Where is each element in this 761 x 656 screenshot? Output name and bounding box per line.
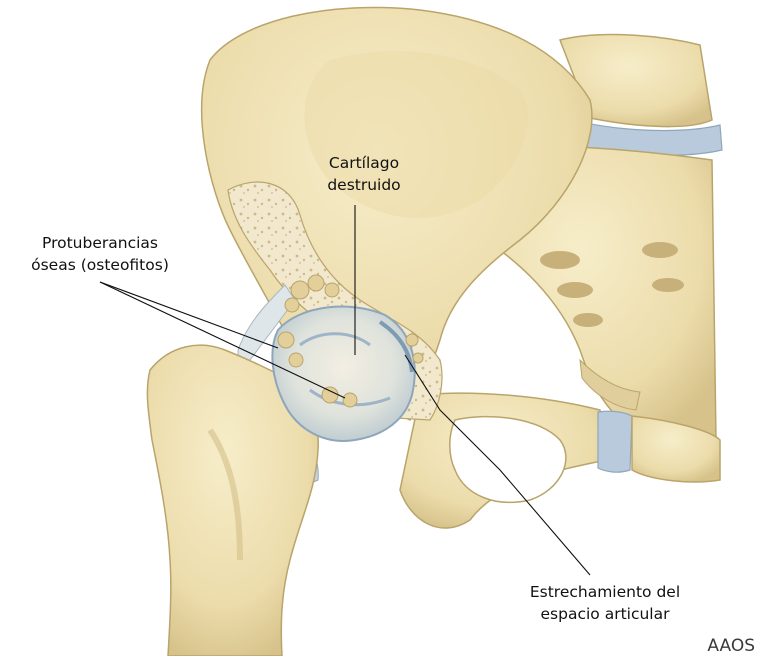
label-osteophytes-line1: Protuberancias bbox=[42, 234, 158, 252]
label-cartilage-line2: destruido bbox=[327, 176, 400, 194]
label-cartilage-line1: Cartílago bbox=[329, 154, 399, 172]
label-narrowing-line1: Estrechamiento del bbox=[530, 583, 680, 601]
label-narrowing-line2: espacio articular bbox=[541, 605, 671, 623]
label-osteophytes-line2: óseas (osteofitos) bbox=[31, 256, 169, 274]
credit-aaos: AAOS bbox=[707, 636, 755, 656]
osteophyte-leader-1 bbox=[100, 282, 278, 348]
